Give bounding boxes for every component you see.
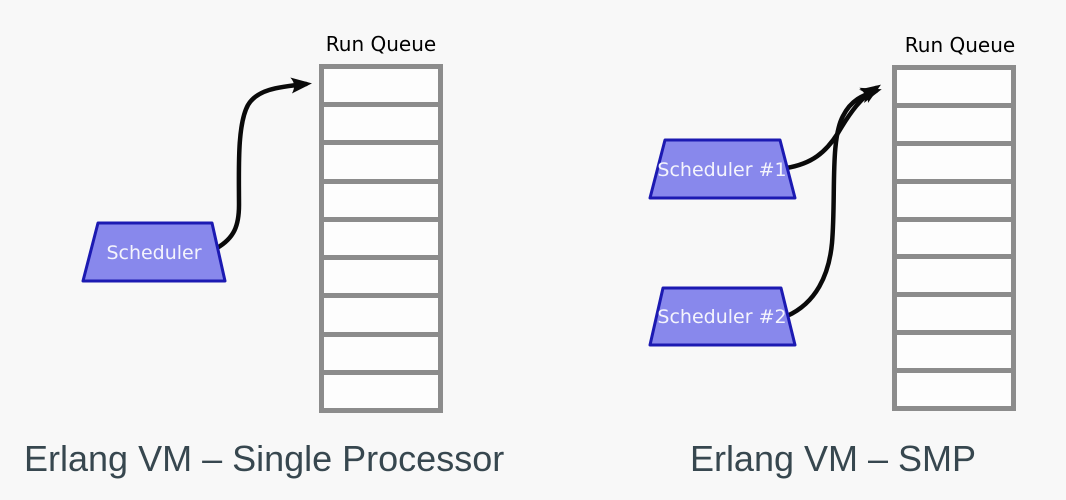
queue-slot [897, 221, 1011, 255]
queue-slot [897, 373, 1011, 407]
queue-slot [897, 107, 1011, 141]
queue-slot [324, 145, 438, 179]
queue-slot [324, 374, 438, 408]
left-run-queue [319, 64, 443, 413]
right-scheduler1-trapezoid [648, 138, 797, 200]
right-scheduler2-label: Scheduler #2 [657, 306, 786, 328]
queue-slot [897, 70, 1011, 103]
left-run-queue-title: Run Queue [325, 32, 437, 56]
right-scheduler1-label: Scheduler #1 [657, 159, 786, 181]
left-scheduler-trapezoid [81, 221, 227, 283]
queue-slot [897, 259, 1011, 293]
queue-slot [324, 260, 438, 294]
right-scheduler2-arrow [784, 87, 882, 319]
queue-slot [324, 69, 438, 103]
queue-slot [324, 336, 438, 370]
queue-slot [324, 183, 438, 217]
right-panel-caption: Erlang VM – SMP [689, 438, 977, 479]
queue-slot [324, 298, 438, 332]
queue-slot [324, 107, 438, 141]
queue-slot [897, 145, 1011, 179]
queue-slot [324, 221, 438, 256]
queue-slot [897, 183, 1011, 217]
right-scheduler1-arrow [783, 84, 881, 171]
left-scheduler-arrow [214, 77, 312, 251]
left-scheduler-label: Scheduler [106, 242, 201, 264]
right-scheduler2-trapezoid [648, 286, 797, 347]
queue-slot [897, 297, 1011, 331]
right-run-queue-title: Run Queue [904, 33, 1016, 57]
right-run-queue [892, 65, 1016, 411]
queue-slot [897, 335, 1011, 369]
left-panel-caption: Erlang VM – Single Processor [24, 438, 505, 479]
